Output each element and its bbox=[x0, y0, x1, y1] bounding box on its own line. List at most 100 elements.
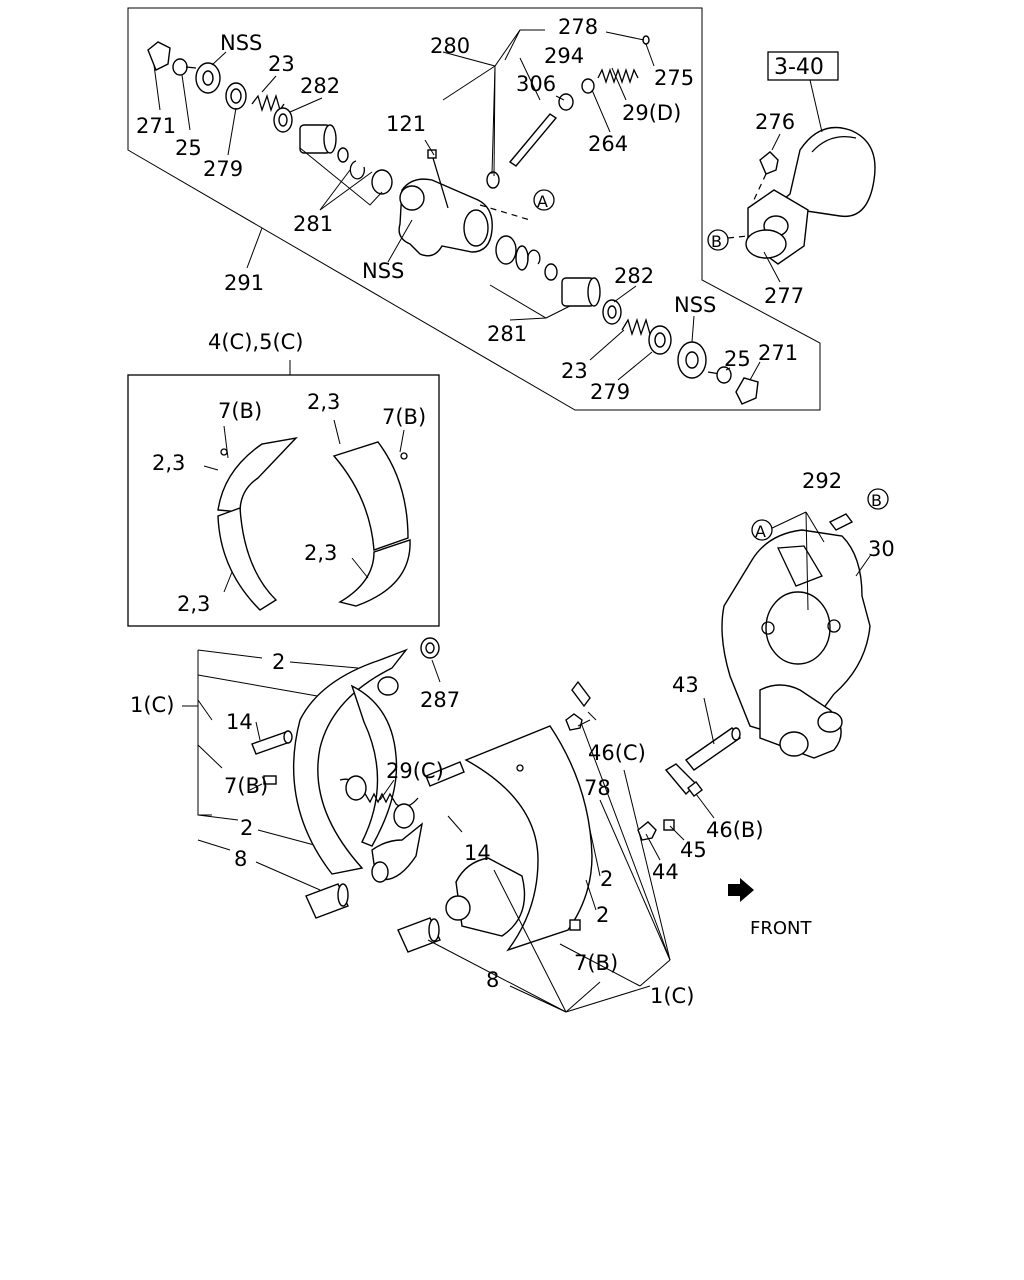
washer-287 bbox=[420, 637, 441, 683]
screw-78 bbox=[565, 713, 591, 731]
bushing-281-left bbox=[299, 124, 393, 195]
label-4c-5c: 4(C),5(C) bbox=[208, 330, 304, 354]
marker-b-spider: B bbox=[867, 488, 889, 510]
lining-left-upper bbox=[217, 436, 298, 513]
label-23b: 23 bbox=[561, 359, 588, 383]
label-25b: 25 bbox=[724, 347, 751, 371]
label-29d: 29(D) bbox=[622, 101, 681, 125]
label-43: 43 bbox=[672, 673, 699, 697]
spring-23-left bbox=[251, 93, 285, 113]
marker-b-chamber: B bbox=[707, 229, 729, 251]
cap-271-left bbox=[147, 41, 171, 71]
label-23a: 23 bbox=[268, 52, 295, 76]
housing-nss-center bbox=[398, 178, 493, 257]
label-291: 291 bbox=[224, 271, 264, 295]
label-279a: 279 bbox=[203, 157, 243, 181]
label-2c: 2 bbox=[600, 867, 613, 891]
label-45: 45 bbox=[680, 838, 707, 862]
bushing-281-right bbox=[495, 235, 601, 307]
label-277: 277 bbox=[764, 284, 804, 308]
screw-292 bbox=[767, 511, 871, 611]
label-30: 30 bbox=[868, 537, 895, 561]
svg-text:B: B bbox=[871, 491, 882, 510]
label-8b: 8 bbox=[486, 968, 499, 992]
leader-lines-top bbox=[153, 29, 761, 381]
label-282a: 282 bbox=[300, 74, 340, 98]
label-23-set1: 2,3 bbox=[152, 451, 185, 475]
bushing-8-left bbox=[305, 883, 349, 919]
adjuster-rod-280 bbox=[486, 35, 650, 189]
spring-23-right bbox=[621, 317, 655, 337]
label-nss-c: NSS bbox=[674, 293, 716, 317]
label-29c: 29(C) bbox=[386, 759, 444, 783]
label-279b: 279 bbox=[590, 380, 630, 404]
label-306: 306 bbox=[516, 72, 556, 96]
pin-121 bbox=[427, 149, 449, 209]
label-278: 278 bbox=[558, 15, 598, 39]
pin-14-left bbox=[251, 730, 293, 755]
label-271b: 271 bbox=[758, 341, 798, 365]
rivets bbox=[203, 419, 408, 593]
washer-282-right bbox=[602, 299, 622, 325]
label-25a: 25 bbox=[175, 136, 202, 160]
callout-labels: 271 25 279 NSS 23 282 281 291 NSS 121 28… bbox=[130, 15, 895, 1008]
label-8a: 8 bbox=[234, 847, 247, 871]
seal-nss-right bbox=[677, 341, 707, 379]
dowel-7b-left bbox=[263, 775, 277, 785]
label-7b-d: 7(B) bbox=[574, 951, 618, 975]
svg-text:A: A bbox=[537, 192, 548, 211]
ring-279-right bbox=[648, 325, 672, 355]
label-280: 280 bbox=[430, 34, 470, 58]
leader-B1 bbox=[727, 235, 749, 239]
brake-chamber-3-40 bbox=[745, 79, 876, 265]
label-7b-b: 7(B) bbox=[382, 405, 426, 429]
label-ref-3-40: 3-40 bbox=[774, 55, 824, 80]
lock-46b bbox=[664, 763, 703, 797]
label-264: 264 bbox=[588, 132, 628, 156]
label-23-set3: 2,3 bbox=[304, 541, 337, 565]
label-7b-a: 7(B) bbox=[218, 399, 262, 423]
bolt-44-45 bbox=[637, 793, 715, 861]
bushing-8-right bbox=[397, 917, 441, 953]
label-2b: 2 bbox=[240, 816, 253, 840]
lining-set-frame bbox=[127, 374, 440, 627]
label-281b: 281 bbox=[487, 322, 527, 346]
label-275: 275 bbox=[654, 66, 694, 90]
cap-271-right bbox=[735, 377, 759, 405]
shoe-left bbox=[292, 648, 424, 883]
label-1c-b: 1(C) bbox=[650, 984, 694, 1008]
bolt-25-left bbox=[172, 58, 197, 76]
label-287: 287 bbox=[420, 688, 460, 712]
svg-text:A: A bbox=[755, 522, 766, 541]
label-2d: 2 bbox=[596, 903, 609, 927]
label-front: FRONT bbox=[750, 918, 812, 939]
leader-bracket-left bbox=[182, 649, 359, 891]
lining-right-upper bbox=[332, 441, 409, 551]
seal-nss-left bbox=[195, 62, 221, 94]
ref-box-3-40 bbox=[767, 51, 839, 81]
plate-46c bbox=[571, 680, 597, 721]
label-nss-a: NSS bbox=[220, 31, 262, 55]
label-14a: 14 bbox=[226, 710, 253, 734]
label-2a: 2 bbox=[272, 650, 285, 674]
marker-a-top: A bbox=[533, 189, 555, 211]
label-281a: 281 bbox=[293, 212, 333, 236]
spider-30 bbox=[721, 529, 871, 759]
label-121: 121 bbox=[386, 112, 426, 136]
leader-bracket-right bbox=[427, 719, 671, 1013]
front-arrow-icon bbox=[728, 878, 754, 902]
pin-43 bbox=[684, 697, 742, 771]
label-1c-a: 1(C) bbox=[130, 693, 174, 717]
label-78: 78 bbox=[584, 776, 611, 800]
label-7b-c: 7(B) bbox=[224, 774, 268, 798]
label-46b: 46(B) bbox=[706, 818, 764, 842]
label-23-set4: 2,3 bbox=[177, 592, 210, 616]
label-23-set2: 2,3 bbox=[307, 390, 340, 414]
lining-left-lower bbox=[217, 507, 278, 611]
lining-right-lower bbox=[338, 539, 411, 607]
label-282b: 282 bbox=[614, 264, 654, 288]
label-44: 44 bbox=[652, 860, 679, 884]
ring-279-left bbox=[225, 82, 247, 110]
